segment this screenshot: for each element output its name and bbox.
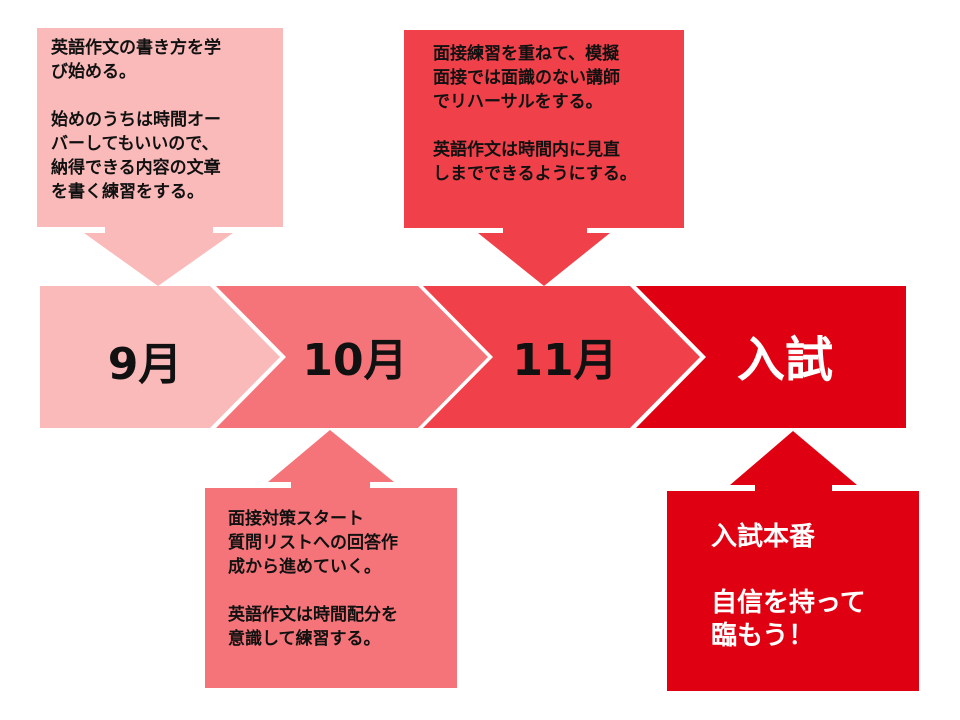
callout-box-november bbox=[404, 30, 684, 228]
callout-arrow-september bbox=[84, 227, 233, 286]
note-november: 面接練習を重ねて、模擬 面接では面識のない講師 でリハーサルをする。 英語作文は… bbox=[404, 30, 684, 228]
note-text-september: 英語作文の書き方を学 び始める。 始めのうちは時間オー バーしてもいいので、 納… bbox=[51, 38, 221, 202]
note-text-exam: 入試本番 自信を持って 臨もう！ bbox=[711, 522, 866, 651]
note-september: 英語作文の書き方を学 び始める。 始めのうちは時間オー バーしてもいいので、 納… bbox=[37, 28, 283, 227]
chevron-exam bbox=[636, 286, 906, 428]
callout-box-september bbox=[37, 28, 283, 227]
callout-arrow-exam bbox=[730, 431, 857, 491]
callout-box-exam bbox=[667, 491, 919, 691]
timeline-label-september: 9月 bbox=[107, 339, 183, 390]
note-text-november: 面接練習を重ねて、模擬 面接では面識のない講師 でリハーサルをする。 英語作文は… bbox=[433, 44, 637, 184]
chevron-november bbox=[423, 286, 700, 428]
chevron-september bbox=[40, 286, 280, 428]
note-october: 面接対策スタート 質問リストへの回答作 成から進めていく。 英語作文は時間配分を… bbox=[205, 488, 457, 688]
callout-arrow-october bbox=[268, 430, 394, 488]
timeline-label-october: 10月 bbox=[302, 335, 408, 386]
callout-box-october bbox=[205, 488, 457, 688]
note-exam: 入試本番 自信を持って 臨もう！ bbox=[667, 491, 919, 691]
note-text-october: 面接対策スタート 質問リストへの回答作 成から進めていく。 英語作文は時間配分を… bbox=[228, 509, 398, 649]
callout-arrow-november bbox=[478, 228, 610, 286]
timeline-label-exam: 入試 bbox=[736, 332, 833, 388]
timeline-label-november: 11月 bbox=[512, 335, 618, 386]
chevron-october bbox=[216, 286, 488, 428]
